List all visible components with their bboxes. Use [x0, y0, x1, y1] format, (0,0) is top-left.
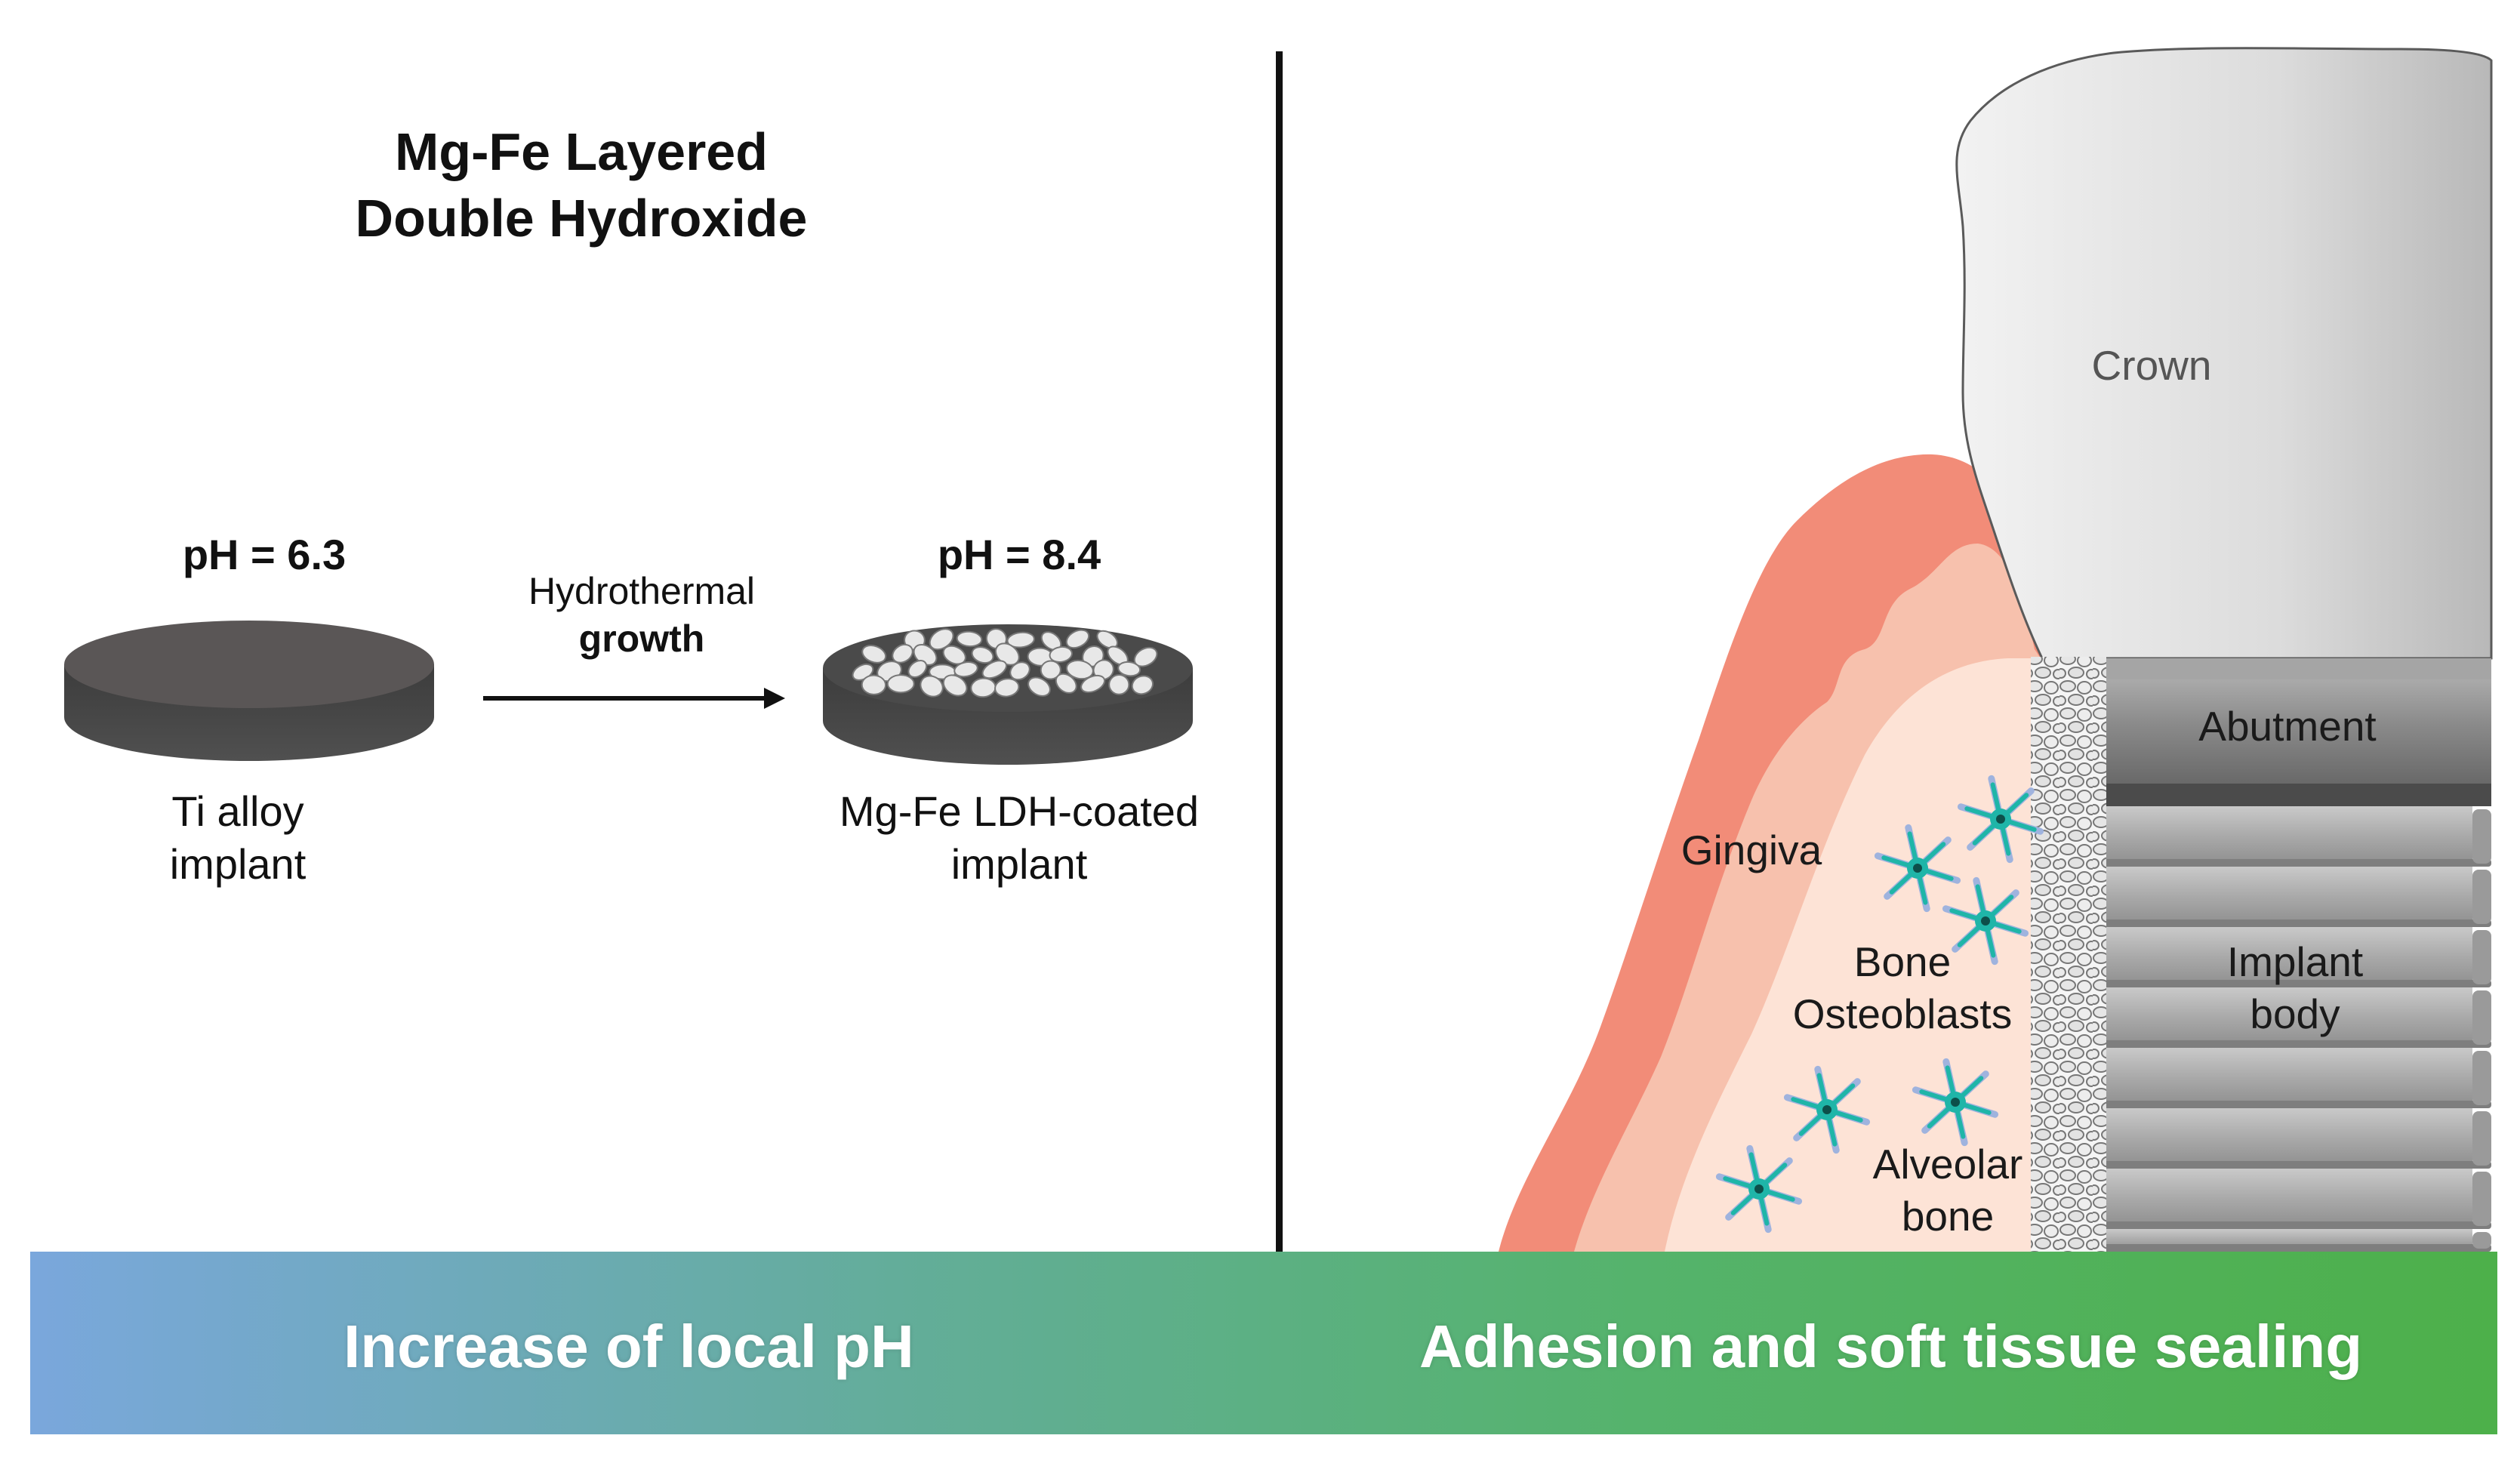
ldh-particle — [953, 661, 978, 678]
thread-edge — [2061, 1244, 2491, 1252]
ldh-particle — [942, 674, 968, 697]
ldh-particle — [971, 646, 994, 664]
implant-thread — [2061, 806, 2472, 867]
osteoblast-cell — [1942, 876, 2029, 966]
ti-label-line-1: Ti alloy — [171, 787, 304, 835]
thread-edge — [2061, 1161, 2491, 1169]
thread-tip — [2472, 930, 2491, 984]
ldh-particle — [1055, 673, 1077, 694]
ldh-particles — [852, 628, 1158, 698]
ldh-particle — [1009, 661, 1030, 681]
implant-body-label: Implant body — [2167, 936, 2423, 1040]
thread-edge — [2061, 859, 2491, 867]
ldh-coated-disk — [823, 624, 1193, 765]
process-label: Hydrothermal growth — [468, 568, 815, 662]
ldh-particle — [1040, 660, 1061, 680]
thread-edge — [2061, 1101, 2491, 1108]
thread-tip — [2472, 870, 2491, 924]
alveolar-label-line-1: Alveolar — [1872, 1141, 2023, 1187]
alveolar-label-line-2: bone — [1901, 1192, 1995, 1240]
thread-tip — [2472, 1111, 2491, 1166]
implant-body-shape — [2061, 806, 2491, 1252]
osteoblast-cell — [1783, 1065, 1871, 1154]
ldh-particle — [994, 678, 1020, 698]
implant-thread — [2061, 1169, 2472, 1229]
ph-after-label: pH = 8.4 — [937, 531, 1101, 578]
ldh-particle — [1080, 674, 1106, 693]
ldh-particle — [1108, 674, 1130, 695]
alveolar-bone-label: Alveolar bone — [1804, 1138, 2091, 1243]
bone-osteoblasts-label: Bone Osteoblasts — [1736, 936, 2069, 1040]
crown-shape — [1955, 47, 2493, 660]
thread-edge — [2061, 1221, 2491, 1229]
implant-label-line-1: Implant — [2226, 938, 2364, 985]
implant-label-line-2: body — [2250, 990, 2340, 1037]
ldh-particle — [1065, 659, 1094, 680]
ph-before-label: pH = 6.3 — [182, 531, 347, 578]
ldh-implant-label: Mg-Fe LDH-coated implant — [785, 785, 1253, 891]
ldh-particle — [956, 630, 983, 648]
ldh-particle — [1096, 630, 1119, 649]
gingiva-label: Gingiva — [1681, 827, 1822, 873]
implant-thread — [2061, 927, 2472, 987]
title-line-1: Mg-Fe Layered — [395, 122, 768, 181]
panel-divider — [1276, 51, 1283, 1259]
ldh-particle — [861, 674, 887, 695]
thread-tip — [2472, 1051, 2491, 1105]
banner-left-text: Increase of local pH — [343, 1313, 914, 1380]
osteoblasts-label: Osteoblasts — [1792, 990, 2013, 1037]
process-line-2: growth — [578, 617, 705, 660]
ldh-particle — [907, 660, 928, 678]
ldh-particle — [892, 643, 913, 664]
ldh-particle — [1027, 676, 1051, 697]
process-arrow — [483, 688, 785, 709]
title-line-2: Double Hydroxide — [355, 188, 808, 248]
ldh-particle — [920, 675, 944, 698]
thread-tip — [2472, 1232, 2491, 1249]
crown-label: Crown — [2091, 342, 2212, 389]
implant-thread — [2061, 867, 2472, 927]
ldh-particle — [1065, 629, 1090, 649]
bone-label: Bone — [1853, 938, 1952, 985]
implant-thread — [2061, 987, 2472, 1048]
banner-right-text: Adhesion and soft tissue sealing — [1419, 1313, 2363, 1380]
implant-thread — [2061, 1048, 2472, 1108]
ldh-particle — [981, 660, 1008, 679]
thread-edge — [2061, 980, 2491, 987]
osteoblast-cell — [1715, 1144, 1803, 1234]
ldh-label-line-2: implant — [950, 840, 1088, 888]
ldh-particle — [1006, 631, 1035, 648]
ldh-particle — [1131, 675, 1154, 695]
ldh-particle — [861, 644, 887, 664]
osteoblast-cell — [1957, 775, 2044, 864]
ti-label-line-2: implant — [169, 840, 307, 888]
thread-edge — [2061, 919, 2491, 927]
process-line-1: Hydrothermal — [528, 570, 756, 612]
ldh-particle — [942, 645, 966, 665]
ldh-label-line-1: Mg-Fe LDH-coated — [839, 787, 1200, 835]
diagram-title: Mg-Fe Layered Double Hydroxide — [272, 119, 891, 251]
thread-edge — [2061, 1040, 2491, 1048]
osteoblast-cell — [1912, 1058, 1999, 1147]
ldh-particle — [886, 674, 915, 694]
thread-tip — [2472, 1172, 2491, 1226]
effects-banner — [30, 1252, 2497, 1434]
ldh-coating-strip — [2031, 657, 2106, 1252]
ldh-particle — [1117, 661, 1141, 677]
ti-implant-label: Ti alloy implant — [68, 785, 408, 891]
ldh-particle — [1049, 645, 1073, 663]
implant-thread — [2061, 1108, 2472, 1169]
thread-tip — [2472, 990, 2491, 1045]
ti-alloy-disk — [64, 621, 434, 761]
abutment-label: Abutment — [2198, 703, 2377, 750]
abutment-shape — [2042, 658, 2491, 806]
osteoblast-cells — [1715, 775, 2044, 1234]
osteoblast-cell — [1874, 824, 1961, 913]
thread-tip — [2472, 809, 2491, 864]
